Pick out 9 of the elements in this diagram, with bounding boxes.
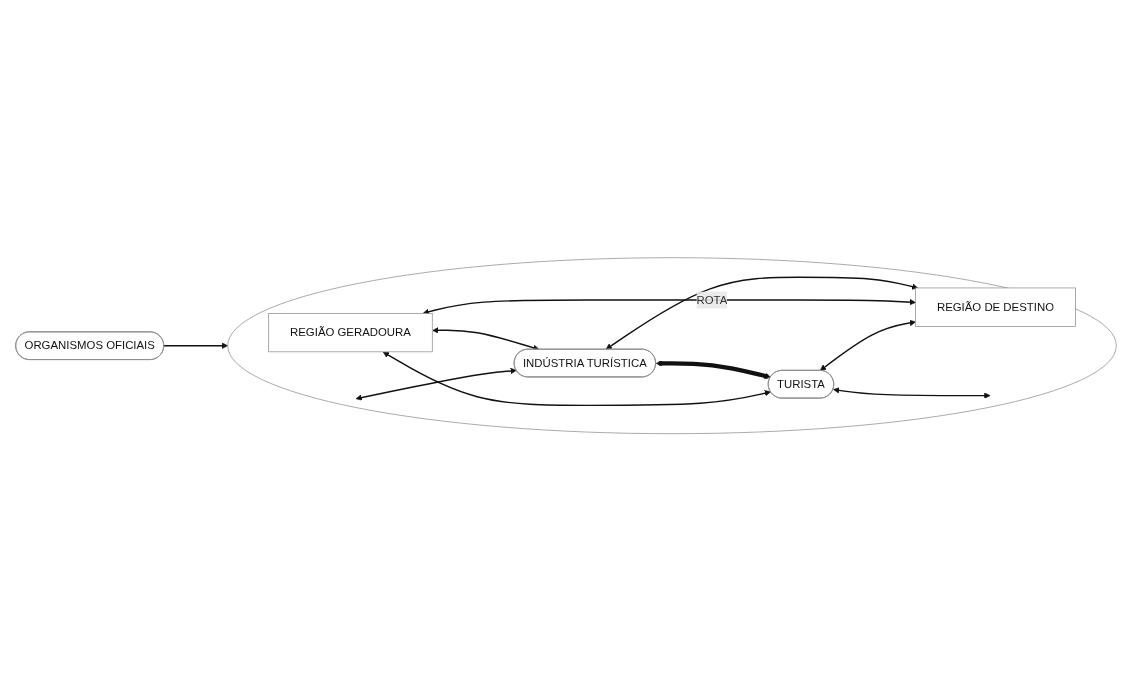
- arrow: [655, 360, 771, 380]
- arrow: [163, 342, 229, 350]
- node-box: [268, 313, 433, 353]
- node-box: [915, 287, 1076, 328]
- arrow: [605, 276, 919, 350]
- arrow: [355, 368, 517, 401]
- arrow: [819, 320, 916, 372]
- arrow: [382, 352, 771, 407]
- arrow: [833, 387, 991, 400]
